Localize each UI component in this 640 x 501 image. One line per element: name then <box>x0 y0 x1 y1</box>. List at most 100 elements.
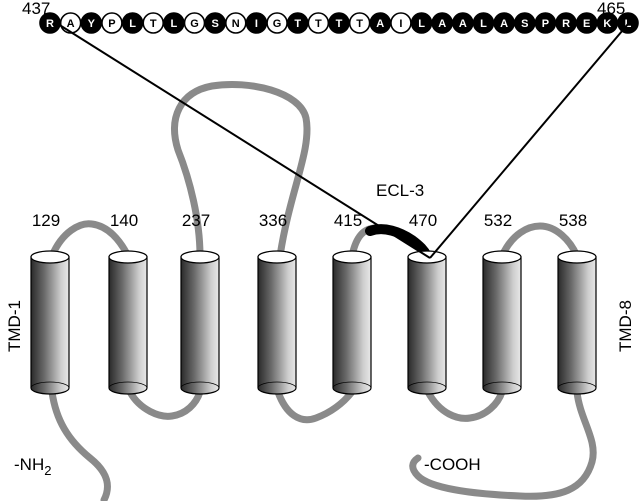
helix-4: 336 <box>257 211 297 395</box>
helix-top <box>482 250 522 264</box>
residue: R <box>39 12 61 34</box>
residue: T <box>348 12 371 34</box>
helix-top <box>257 250 297 264</box>
residue-letter: T <box>315 18 322 30</box>
residue: A <box>59 12 82 34</box>
connector-line-left <box>57 23 431 259</box>
residue-letter: A <box>376 18 384 30</box>
residue-letter: P <box>108 18 115 30</box>
helix-body <box>482 256 522 395</box>
helix-start-label: 237 <box>182 211 210 230</box>
sequence-start-label: 437 <box>22 0 50 18</box>
residue-letter: E <box>583 18 590 30</box>
residue: N <box>224 12 247 34</box>
residue-letter: T <box>294 18 301 30</box>
residue: L <box>410 12 433 34</box>
residue: T <box>328 12 350 34</box>
residue-letter: L <box>625 18 632 30</box>
residue: L <box>163 12 185 34</box>
residue: S <box>204 12 226 34</box>
residue: P <box>101 12 123 34</box>
helix-top <box>30 250 70 264</box>
loop-1-2 <box>48 220 132 260</box>
residue: I <box>245 12 268 34</box>
residue: L <box>617 12 639 34</box>
helix-7: 532 <box>482 211 522 395</box>
loop-3-4 <box>171 80 311 260</box>
residue-letter: A <box>500 18 508 30</box>
residue-letter: L <box>418 18 425 30</box>
helix-5: 415 <box>332 211 372 395</box>
residue: A <box>369 12 392 34</box>
residue: L <box>472 12 495 34</box>
residue-letter: T <box>356 18 363 30</box>
residue: L <box>121 12 144 34</box>
helix-2: 140 <box>108 211 148 395</box>
helix-1: 129 <box>30 211 70 395</box>
residue-letter: R <box>46 18 54 30</box>
c-terminus-label: -COOH <box>424 455 481 474</box>
residue-letter: G <box>190 18 199 30</box>
loop-2-3 <box>126 388 204 420</box>
residue-letter: N <box>232 18 240 30</box>
ecl3-label: ECL-3 <box>376 181 424 200</box>
helix-body <box>108 256 148 395</box>
tmd-1-label: TMD-1 <box>5 300 24 352</box>
residue-letter: A <box>67 18 75 30</box>
residue-letter: I <box>255 18 258 30</box>
helix-body <box>257 256 297 395</box>
helix-body <box>30 256 70 395</box>
helix-start-label: 336 <box>259 211 287 230</box>
helix-start-label: 129 <box>32 211 60 230</box>
residue: G <box>183 12 206 34</box>
residue-letter: T <box>150 18 157 30</box>
residue-letter: I <box>399 18 402 30</box>
helix-start-label: 532 <box>484 211 512 230</box>
helix-start-label: 538 <box>559 211 587 230</box>
tmd-8-label: TMD-8 <box>616 300 635 352</box>
c-terminal-tail <box>409 388 597 500</box>
n-terminal-tail <box>48 388 111 501</box>
helix-top <box>108 250 148 264</box>
residue: P <box>534 12 557 34</box>
residue: G <box>266 12 288 34</box>
loop-7-8 <box>498 222 581 260</box>
helices: 129 140 237 336 415 470 532 538 <box>30 211 597 395</box>
helix-top <box>180 250 220 264</box>
residue-letter: R <box>562 18 570 30</box>
residue-letter: L <box>129 18 136 30</box>
connector-line-right <box>429 23 629 259</box>
residue-letter: K <box>603 18 611 30</box>
residue-letter: S <box>211 18 218 30</box>
helix-8: 538 <box>557 211 597 395</box>
residue-letter: A <box>438 18 446 30</box>
residue: S <box>513 12 536 34</box>
helix-start-label: 470 <box>409 211 437 230</box>
residue: Y <box>80 12 103 34</box>
residue-letter: P <box>542 18 549 30</box>
helix-top <box>332 250 372 264</box>
residue-letter: A <box>459 18 467 30</box>
residue: R <box>555 12 577 34</box>
residue: T <box>142 12 165 34</box>
loop-4-5 <box>274 388 356 424</box>
n-terminus-label: -NH2 <box>14 455 51 478</box>
sequence-end-label: 465 <box>597 0 625 18</box>
helix-top <box>557 250 597 264</box>
residue-letter: Y <box>88 18 96 30</box>
residue: T <box>286 12 309 34</box>
helix-start-label: 140 <box>110 211 138 230</box>
loop-6-7 <box>424 388 506 422</box>
residue: I <box>390 12 412 34</box>
sequence-row: RAYPLTLGSNIGTTTTAILAALASPREKL <box>39 12 639 34</box>
residue: E <box>575 12 598 34</box>
residue: A <box>431 12 454 34</box>
helix-3: 237 <box>180 211 220 395</box>
residue-letter: L <box>480 18 487 30</box>
helix-body <box>332 256 372 395</box>
residue: T <box>307 12 330 34</box>
residue-letter: G <box>273 18 282 30</box>
residue-letter: S <box>521 18 528 30</box>
